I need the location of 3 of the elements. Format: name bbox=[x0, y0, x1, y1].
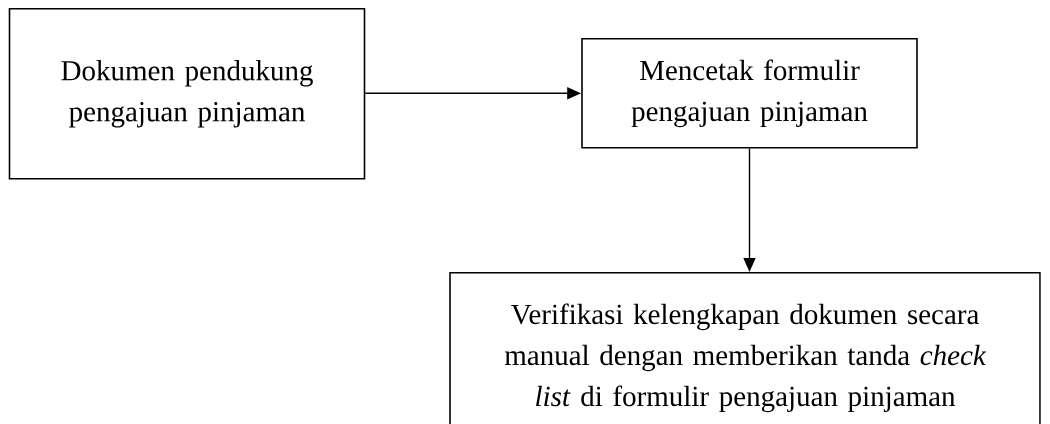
process-box: Verifikasi kelengkapan dokumen secara manual dengan memberikan tanda check list di formulir pengajuan pinjaman bbox=[449, 272, 1041, 424]
process-box: Mencetak formulir pengajuan pinjaman bbox=[581, 38, 918, 149]
process-box: Dokumen pendukung pengajuan pinjaman bbox=[8, 8, 366, 180]
